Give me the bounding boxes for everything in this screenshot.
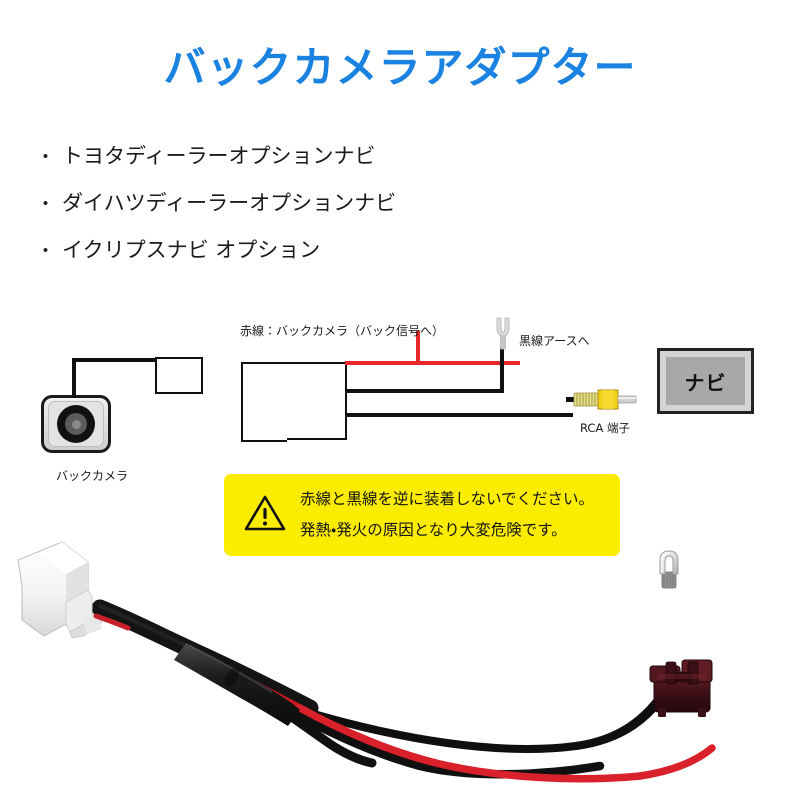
ground-wire-horizontal (345, 389, 504, 393)
warning-line-1: 赤線と黒線を逆に装着しないでください。 (300, 490, 595, 508)
rca-connector-icon (566, 387, 640, 413)
bullet-marker-icon: ・ (36, 146, 56, 168)
adapter-notch (241, 406, 287, 442)
product-photo (0, 520, 800, 800)
navi-unit: ナビ (657, 348, 754, 414)
red-wire-horizontal (345, 361, 520, 365)
black-sleeve-photo (174, 643, 300, 726)
white-connector-photo (17, 541, 103, 639)
list-item-label: ダイハツディーラーオプションナビ (62, 191, 397, 215)
bullet-marker-icon: ・ (36, 240, 56, 262)
fork-terminal-icon (492, 316, 514, 350)
camera-lens-inner (71, 419, 81, 429)
back-camera-icon (41, 395, 111, 453)
warning-line-2: 発熱・発火の原因となり大変危険です。 (300, 521, 567, 539)
camera-wire-horizontal (72, 358, 157, 362)
list-item: ・ ダイハツディーラーオプションナビ (36, 180, 556, 227)
red-wire-vertical (416, 331, 420, 363)
ground-wire-label: 黒線アースへ (519, 334, 590, 348)
list-item: ・ イクリプスナビ オプション (36, 227, 556, 274)
list-item-label: イクリプスナビ オプション (62, 238, 321, 262)
quick-splice-photo (649, 659, 713, 717)
fork-terminal-photo (659, 550, 679, 589)
ground-wire-vertical (500, 346, 504, 393)
warning-text-block: 赤線と黒線を逆に装着しないでください。 発熱・発火の原因となり大変危険です。 (300, 484, 594, 546)
rca-terminal-label: RCA 端子 (580, 421, 630, 435)
video-wire-horizontal (345, 413, 573, 417)
bullet-marker-icon: ・ (36, 193, 56, 215)
wiring-diagram: バックカメラ 赤線：バックカメラ（バック信号へ） 黒線アースへ (0, 300, 800, 490)
camera-connector-box (155, 357, 203, 394)
adapter-body (241, 362, 347, 444)
camera-wire-vertical (72, 358, 76, 398)
feature-list: ・ トヨタディーラーオプションナビ ・ ダイハツディーラーオプションナビ ・ イ… (36, 133, 556, 274)
navi-label: ナビ (684, 370, 727, 395)
page-title: バックカメラアダプター (163, 43, 637, 92)
navi-screen: ナビ (666, 357, 745, 405)
warning-banner: 赤線と黒線を逆に装着しないでください。 発熱・発火の原因となり大変危険です。 (224, 474, 620, 556)
warning-triangle-icon (244, 494, 286, 537)
camera-label: バックカメラ (55, 469, 128, 483)
list-item-label: トヨタディーラーオプションナビ (62, 144, 376, 168)
red-wire-label: 赤線：バックカメラ（バック信号へ） (240, 324, 445, 338)
list-item: ・ トヨタディーラーオプションナビ (36, 133, 556, 180)
